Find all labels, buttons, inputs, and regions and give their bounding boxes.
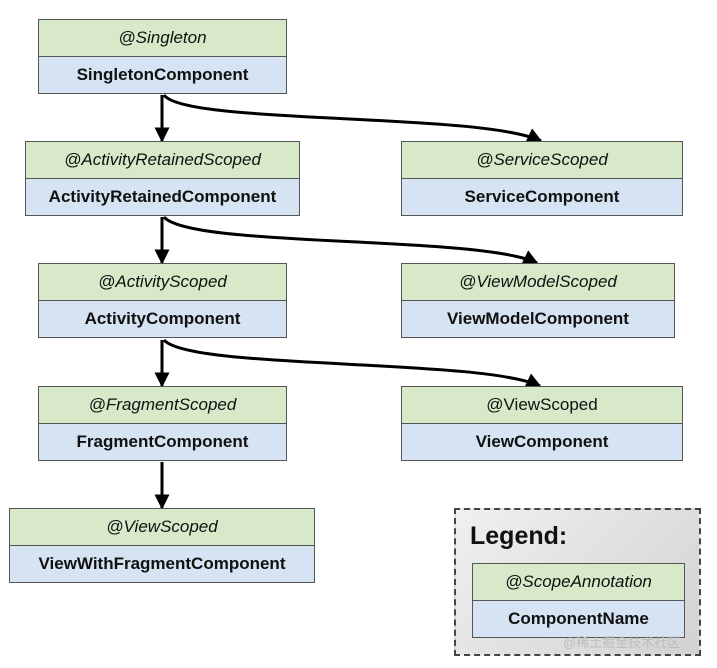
component-name: ViewModelComponent — [401, 300, 675, 338]
scope-annotation: @ViewScoped — [9, 508, 315, 546]
edge-singleton-to-service — [162, 93, 543, 143]
component-name: ActivityRetainedComponent — [25, 178, 300, 216]
scope-annotation: @ViewScoped — [401, 386, 683, 424]
node-view-model: @ViewModelScoped ViewModelComponent — [401, 263, 675, 340]
scope-annotation: @FragmentScoped — [38, 386, 287, 424]
legend-scope-annotation: @ScopeAnnotation — [472, 563, 685, 601]
edge-activity-to-view — [162, 338, 542, 388]
node-service: @ServiceScoped ServiceComponent — [401, 141, 683, 217]
component-name: FragmentComponent — [38, 423, 287, 461]
legend-node: @ScopeAnnotation ComponentName — [472, 563, 685, 639]
node-fragment: @FragmentScoped FragmentComponent — [38, 386, 287, 462]
legend-component-name: ComponentName — [472, 600, 685, 638]
component-name: ViewComponent — [401, 423, 683, 461]
node-activity-retained: @ActivityRetainedScoped ActivityRetained… — [25, 141, 300, 217]
scope-annotation: @ServiceScoped — [401, 141, 683, 179]
component-name: ViewWithFragmentComponent — [9, 545, 315, 583]
component-name: ActivityComponent — [38, 300, 287, 338]
node-singleton: @Singleton SingletonComponent — [38, 19, 287, 95]
scope-annotation: @ActivityScoped — [38, 263, 287, 301]
node-activity: @ActivityScoped ActivityComponent — [38, 263, 287, 340]
node-view: @ViewScoped ViewComponent — [401, 386, 683, 462]
edge-activity-retained-to-view-model — [162, 215, 539, 265]
scope-annotation: @ViewModelScoped — [401, 263, 675, 301]
component-name: ServiceComponent — [401, 178, 683, 216]
component-name: SingletonComponent — [38, 56, 287, 94]
node-view-with-fragment: @ViewScoped ViewWithFragmentComponent — [9, 508, 315, 584]
scope-annotation: @ActivityRetainedScoped — [25, 141, 300, 179]
legend-title: Legend: — [470, 522, 568, 550]
scope-annotation: @Singleton — [38, 19, 287, 57]
legend: Legend: @ScopeAnnotation ComponentName — [454, 508, 701, 656]
watermark: @稀土掘金技术社区 — [563, 635, 681, 650]
